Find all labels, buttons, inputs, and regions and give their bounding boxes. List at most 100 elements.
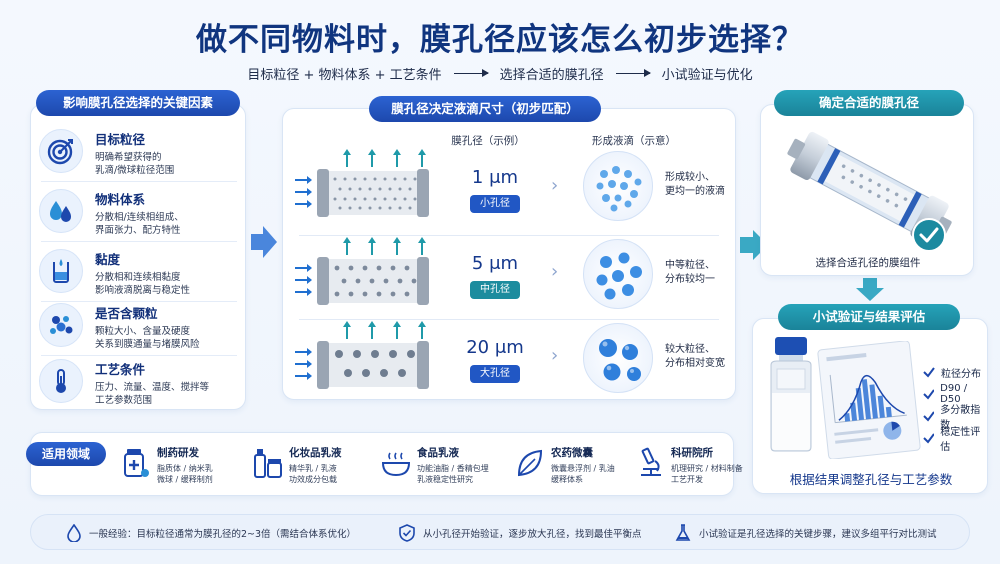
validation-footer: 根据结果调整孔径与工艺参数 bbox=[789, 472, 953, 487]
domain-name: 食品乳液 bbox=[417, 447, 459, 459]
check-icon bbox=[923, 389, 935, 400]
shield-check-icon bbox=[399, 524, 415, 542]
flask-icon bbox=[675, 524, 691, 541]
domain-name: 农药微囊 bbox=[551, 447, 593, 459]
domain-desc: 乳液稳定性研究 bbox=[417, 475, 473, 484]
particles-icon bbox=[39, 303, 83, 347]
divider bbox=[41, 301, 237, 302]
domain-name: 科研院所 bbox=[671, 447, 713, 459]
pore-size-panel: 膜孔径（示例） 形成液滴（示意） 1 μm 小孔径 › bbox=[282, 108, 736, 400]
droplet-desc: 较大粒径、 分布相对变宽 bbox=[665, 343, 745, 371]
divider bbox=[41, 355, 237, 356]
factor-desc: 工艺参数范围 bbox=[95, 395, 153, 406]
process-flow: 目标粒径 + 物料体系 + 工艺条件 选择合适的膜孔径 小试验证与优化 bbox=[0, 64, 1000, 83]
droplet-desc-line: 中等粒径、 bbox=[665, 260, 715, 271]
domain-name: 化妆品乳液 bbox=[289, 447, 342, 459]
droplet-desc-line: 更均一的液滴 bbox=[665, 186, 725, 197]
factor-name: 物料体系 bbox=[95, 192, 146, 207]
domains-title: 适用领域 bbox=[26, 442, 106, 466]
thermometer-icon bbox=[39, 359, 83, 403]
divider bbox=[299, 319, 719, 320]
divider bbox=[41, 181, 237, 182]
module-caption: 选择合适孔径的膜组件 bbox=[815, 257, 921, 269]
flow-step-1: 目标粒径 + 物料体系 + 工艺条件 bbox=[247, 68, 442, 83]
check-item: 多分散指数 bbox=[923, 405, 987, 431]
beaker-icon bbox=[39, 249, 83, 293]
flow-arrow-icon bbox=[615, 69, 651, 76]
column-header-droplet: 形成液滴（示意） bbox=[592, 135, 676, 147]
domain-desc: 脂质体 / 纳米乳 bbox=[157, 464, 213, 473]
domain-cosmetics: 化妆品乳液 精华乳 / 乳液 功效成分包载 bbox=[253, 441, 381, 491]
droplet-desc: 形成较小、 更均一的液滴 bbox=[665, 171, 745, 199]
domain-pharma: 制药研发 脂质体 / 纳米乳 微球 / 缓释制剂 bbox=[121, 441, 249, 491]
check-label: D90 / D50 bbox=[940, 383, 968, 405]
drop-icon bbox=[67, 524, 81, 542]
factor-name: 是否含颗粒 bbox=[95, 306, 158, 321]
arrow-right-icon bbox=[251, 226, 277, 258]
check-item: 粒径分布 bbox=[923, 361, 987, 383]
factor-desc: 明确希望获得的 bbox=[95, 152, 162, 163]
tips-bar: 一般经验：目标粒径通常为膜孔径的2~3倍（需结合体系优化） 从小孔径开始验证，逐… bbox=[30, 514, 970, 550]
factors-panel: 目标粒径 明确希望获得的 乳滴/微球粒径范围 物料体系 分散相/连续相组成、 界… bbox=[30, 104, 246, 410]
page-title: 做不同物料时，膜孔径应该怎么初步选择？ bbox=[196, 22, 804, 58]
check-label: 多分散指数 bbox=[940, 405, 981, 431]
droplets-icon bbox=[39, 189, 83, 233]
factor-desc: 关系到膜通量与堵膜风险 bbox=[95, 339, 200, 350]
pore-size-badge: 小孔径 bbox=[470, 195, 520, 213]
flow-step-2: 选择合适的膜孔径 bbox=[499, 68, 604, 83]
factor-desc: 分散相/连续相组成、 bbox=[95, 212, 184, 223]
chevron-right-icon: › bbox=[551, 261, 559, 282]
factor-particles: 是否含颗粒 颗粒大小、含量及硬度 关系到膜通量与堵膜风险 bbox=[39, 297, 239, 353]
droplet-illustration-medium bbox=[583, 239, 653, 309]
check-item: 稳定性评估 bbox=[923, 427, 987, 453]
factor-name: 目标粒径 bbox=[95, 132, 146, 147]
confirm-panel: 选择合适孔径的膜组件 bbox=[760, 104, 974, 276]
membrane-tube-large-pore bbox=[295, 321, 429, 389]
target-icon bbox=[39, 129, 83, 173]
domain-desc: 微囊悬浮剂 / 乳油 bbox=[551, 464, 615, 473]
check-icon bbox=[923, 411, 935, 422]
domain-desc: 功能油脂 / 香精包埋 bbox=[417, 464, 489, 473]
factor-viscosity: 黏度 分散相和连续相黏度 影响液滴脱离与稳定性 bbox=[39, 243, 239, 299]
column-header-pore: 膜孔径（示例） bbox=[451, 135, 525, 147]
tip-item: 从小孔径开始验证，逐步放大孔径，找到最佳平衡点 bbox=[399, 515, 642, 551]
leaf-icon bbox=[515, 447, 545, 491]
tip-text: 小试验证是孔径选择的关键步骤，建议多组平行对比测试 bbox=[699, 529, 937, 540]
pore-size-title: 膜孔径决定液滴尺寸（初步匹配） bbox=[369, 96, 601, 122]
factor-desc: 乳滴/微球粒径范围 bbox=[95, 165, 175, 176]
validation-title: 小试验证与结果评估 bbox=[778, 304, 960, 330]
distribution-report-image bbox=[817, 341, 921, 459]
tip-text: 一般经验：目标粒径通常为膜孔径的2~3倍（需结合体系优化） bbox=[89, 529, 357, 540]
domain-research: 科研院所 机理研究 / 材料制备 工艺开发 bbox=[635, 441, 763, 491]
droplet-desc-line: 分布较均一 bbox=[665, 274, 715, 285]
medicine-icon bbox=[121, 447, 151, 491]
chevron-right-icon: › bbox=[551, 345, 559, 366]
chevron-right-icon: › bbox=[551, 175, 559, 196]
droplet-illustration-large bbox=[583, 323, 653, 393]
factor-process-conditions: 工艺条件 压力、流量、温度、搅拌等 工艺参数范围 bbox=[39, 353, 239, 409]
arrow-right-icon bbox=[740, 230, 768, 260]
factor-desc: 压力、流量、温度、搅拌等 bbox=[95, 382, 210, 393]
factor-name: 黏度 bbox=[95, 252, 121, 267]
tip-item: 一般经验：目标粒径通常为膜孔径的2~3倍（需结合体系优化） bbox=[67, 515, 356, 551]
factor-desc: 影响液滴脱离与稳定性 bbox=[95, 285, 191, 296]
factor-desc: 界面张力、配方特性 bbox=[95, 225, 181, 236]
microscope-icon bbox=[635, 447, 665, 491]
validation-panel: 粒径分布 D90 / D50 多分散指数 稳定性评估 根据结果调整孔径与工艺参数 bbox=[752, 318, 988, 494]
check-list: 粒径分布 D90 / D50 多分散指数 稳定性评估 bbox=[923, 361, 987, 453]
factor-material-system: 物料体系 分散相/连续相组成、 界面张力、配方特性 bbox=[39, 183, 239, 239]
pore-size-value: 1 μm bbox=[471, 167, 519, 188]
factor-name: 工艺条件 bbox=[95, 362, 146, 377]
flow-step-3: 小试验证与优化 bbox=[661, 68, 753, 83]
droplet-desc-line: 形成较小、 bbox=[665, 172, 715, 183]
check-item: D90 / D50 bbox=[923, 383, 987, 405]
check-icon bbox=[923, 367, 935, 378]
membrane-tube-small-pore bbox=[295, 149, 429, 217]
divider bbox=[41, 241, 237, 242]
check-icon bbox=[923, 433, 935, 444]
factors-title: 影响膜孔径选择的关键因素 bbox=[36, 90, 240, 116]
droplet-desc-line: 分布相对变宽 bbox=[665, 358, 725, 369]
pore-size-badge: 大孔径 bbox=[470, 365, 520, 383]
domain-desc: 功效成分包载 bbox=[289, 475, 337, 484]
domain-food: 食品乳液 功能油脂 / 香精包埋 乳液稳定性研究 bbox=[381, 441, 509, 491]
